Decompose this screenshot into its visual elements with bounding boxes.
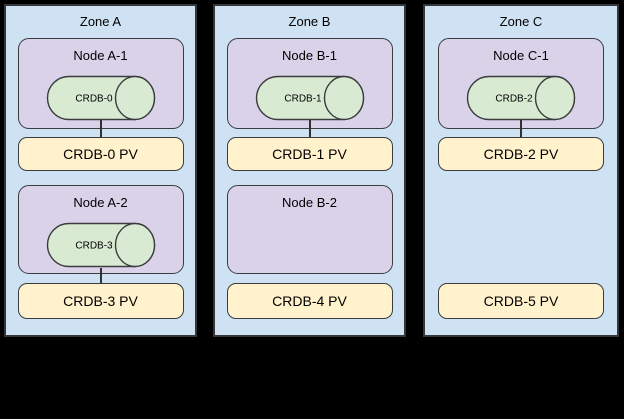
pv-crdb-2-label: CRDB-2 PV	[483, 146, 559, 162]
zone-c-label: Zone C	[499, 14, 543, 29]
zone-b: Zone B Node B-1 CRDB-1 CRDB-1 PV Node B-…	[213, 4, 406, 337]
node-b1-label: Node B-1	[282, 48, 337, 63]
node-a1: Node A-1 CRDB-0	[17, 38, 184, 129]
node-a2-label: Node A-2	[73, 195, 128, 210]
connector-line-a1-pv	[99, 120, 102, 138]
crdb-1-cylinder-icon: CRDB-1	[255, 75, 364, 121]
crdb-2-label: CRDB-2	[495, 94, 533, 105]
zone-b-label: Zone B	[288, 14, 331, 29]
pv-crdb-5: CRDB-5 PV	[438, 283, 604, 319]
pv-crdb-2: CRDB-2 PV	[438, 137, 604, 171]
node-c1: Node C-1 CRDB-2	[438, 38, 604, 129]
node-c1-label: Node C-1	[493, 48, 549, 63]
pv-crdb-3: CRDB-3 PV	[17, 283, 184, 319]
zone-a: Zone A Node A-1 CRDB-0 CRDB-0 PV Node A-…	[4, 4, 197, 337]
connector-line-c1-pv	[520, 120, 522, 138]
crdb-1-label: CRDB-1	[284, 94, 322, 105]
pv-crdb-3-label: CRDB-3 PV	[63, 293, 138, 309]
crdb-3-label: CRDB-3	[75, 241, 113, 252]
crdb-0-cylinder-icon: CRDB-0	[46, 75, 155, 121]
connector-line-a2-pv	[99, 268, 102, 284]
crdb-0-label: CRDB-0	[75, 94, 113, 105]
node-b2-label: Node B-2	[282, 195, 337, 210]
crdb-3-cylinder-icon: CRDB-3	[46, 222, 155, 268]
pv-crdb-0: CRDB-0 PV	[17, 137, 184, 171]
pv-crdb-1: CRDB-1 PV	[226, 137, 393, 171]
pv-crdb-1-label: CRDB-1 PV	[272, 146, 347, 162]
zone-c: Zone C Node C-1 CRDB-2 CRDB-2 PV CRDB-5 …	[423, 4, 619, 337]
pv-crdb-0-label: CRDB-0 PV	[63, 146, 138, 162]
node-b1: Node B-1 CRDB-1	[226, 38, 393, 129]
node-a1-label: Node A-1	[73, 48, 128, 63]
node-a2: Node A-2 CRDB-3	[17, 185, 184, 274]
crdb-2-cylinder-icon: CRDB-2	[466, 75, 576, 121]
pv-crdb-5-label: CRDB-5 PV	[483, 293, 559, 309]
zone-a-label: Zone A	[79, 14, 122, 29]
connector-line-b1-pv	[308, 120, 311, 138]
node-b2: Node B-2	[226, 185, 393, 274]
pv-crdb-4-label: CRDB-4 PV	[272, 293, 347, 309]
pv-crdb-4: CRDB-4 PV	[226, 283, 393, 319]
